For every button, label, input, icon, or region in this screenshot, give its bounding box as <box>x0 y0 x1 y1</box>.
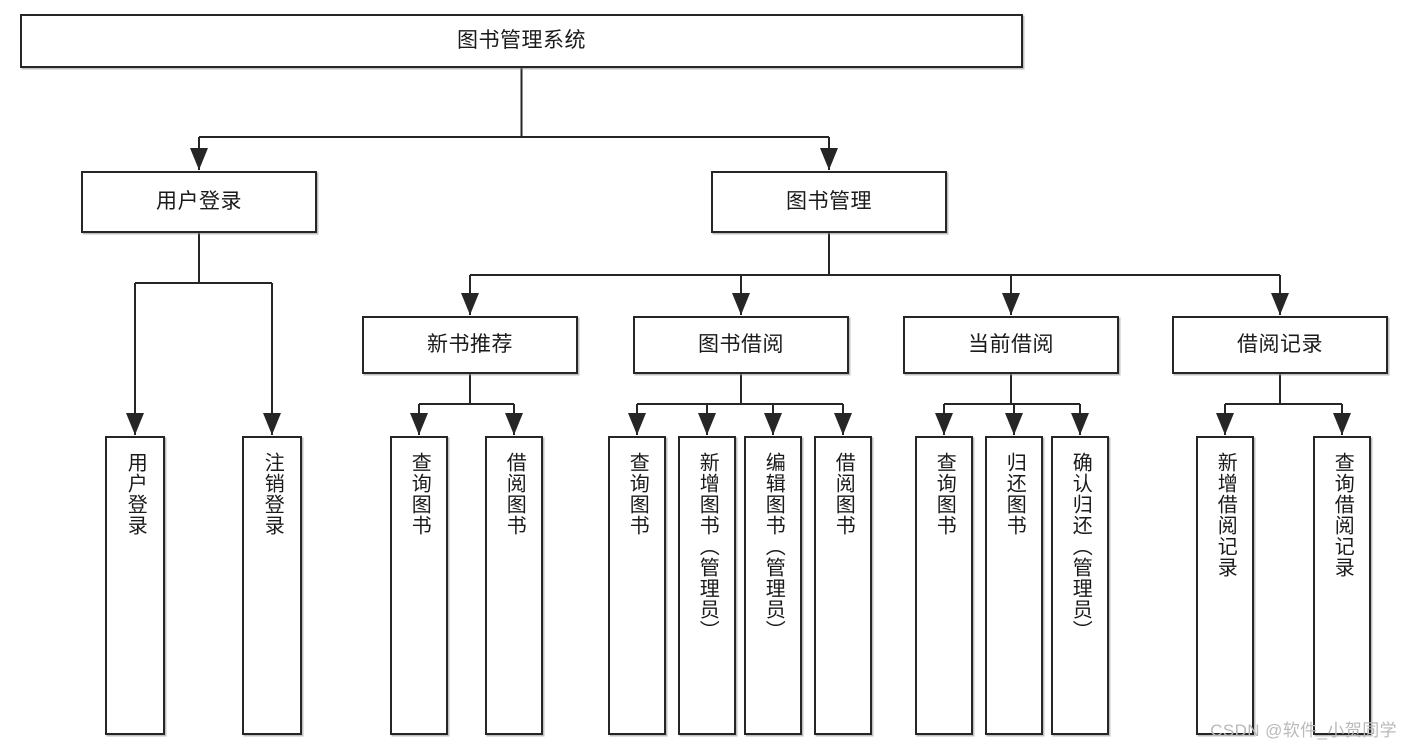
arrowhead-icon <box>505 413 523 435</box>
arrowhead-icon <box>1216 413 1234 435</box>
arrowhead-icon <box>263 413 281 435</box>
arrowhead-icon <box>628 413 646 435</box>
node-label: 新增借阅记录 <box>1214 452 1237 578</box>
node-label: 图书借阅 <box>698 333 784 357</box>
node-leaf-record-query[interactable]: 查询借阅记录 <box>1313 436 1371 735</box>
node-label: 查询图书 <box>408 452 431 536</box>
node-leaf-user-logout[interactable]: 注销登录 <box>242 436 302 735</box>
arrowhead-icon <box>1005 413 1023 435</box>
arrowhead-icon <box>126 413 144 435</box>
node-label: 新书推荐 <box>427 333 513 357</box>
arrowhead-icon <box>1002 293 1020 315</box>
node-label: 确认归还（管理员） <box>1069 452 1092 641</box>
node-label: 借阅图书 <box>832 452 855 536</box>
node-label: 查询图书 <box>933 452 956 536</box>
node-label: 查询图书 <box>626 452 649 536</box>
node-records[interactable]: 借阅记录 <box>1172 316 1388 374</box>
arrowhead-icon <box>935 413 953 435</box>
connector-group <box>126 68 1351 435</box>
node-label: 当前借阅 <box>968 333 1054 357</box>
node-leaf-new-query[interactable]: 查询图书 <box>390 436 448 735</box>
arrowhead-icon <box>1333 413 1351 435</box>
node-label: 查询借阅记录 <box>1331 452 1354 578</box>
node-leaf-borrow-query[interactable]: 查询图书 <box>608 436 666 735</box>
node-label: 新增图书（管理员） <box>696 452 719 641</box>
node-leaf-borrow-add[interactable]: 新增图书（管理员） <box>678 436 736 735</box>
node-label: 用户登录 <box>156 190 242 214</box>
node-newbook[interactable]: 新书推荐 <box>362 316 578 374</box>
arrowhead-icon <box>764 413 782 435</box>
node-leaf-new-borrow[interactable]: 借阅图书 <box>485 436 543 735</box>
arrowhead-icon <box>698 413 716 435</box>
node-leaf-current-confirm[interactable]: 确认归还（管理员） <box>1051 436 1109 735</box>
node-label: 借阅记录 <box>1237 333 1323 357</box>
node-label: 用户登录 <box>124 452 147 536</box>
node-label: 借阅图书 <box>503 452 526 536</box>
arrowhead-icon <box>190 148 208 170</box>
node-label: 注销登录 <box>261 452 284 536</box>
node-leaf-current-query[interactable]: 查询图书 <box>915 436 973 735</box>
arrowhead-icon <box>410 413 428 435</box>
node-borrow[interactable]: 图书借阅 <box>633 316 849 374</box>
node-leaf-current-return[interactable]: 归还图书 <box>985 436 1043 735</box>
node-current[interactable]: 当前借阅 <box>903 316 1119 374</box>
arrowhead-icon <box>461 293 479 315</box>
arrowhead-icon <box>820 148 838 170</box>
arrowhead-icon <box>834 413 852 435</box>
node-label: 图书管理 <box>786 190 872 214</box>
arrowhead-icon <box>732 293 750 315</box>
node-label: 编辑图书（管理员） <box>762 452 785 641</box>
node-label: 归还图书 <box>1003 452 1026 536</box>
node-root[interactable]: 图书管理系统 <box>20 14 1023 68</box>
arrowhead-icon <box>1071 413 1089 435</box>
node-leaf-record-add[interactable]: 新增借阅记录 <box>1196 436 1254 735</box>
node-bookmgmt[interactable]: 图书管理 <box>711 171 947 233</box>
node-leaf-borrow-lend[interactable]: 借阅图书 <box>814 436 872 735</box>
arrowhead-icon <box>1271 293 1289 315</box>
node-label: 图书管理系统 <box>457 29 586 53</box>
node-leaf-borrow-edit[interactable]: 编辑图书（管理员） <box>744 436 802 735</box>
node-leaf-user-login[interactable]: 用户登录 <box>105 436 165 735</box>
node-login[interactable]: 用户登录 <box>81 171 317 233</box>
